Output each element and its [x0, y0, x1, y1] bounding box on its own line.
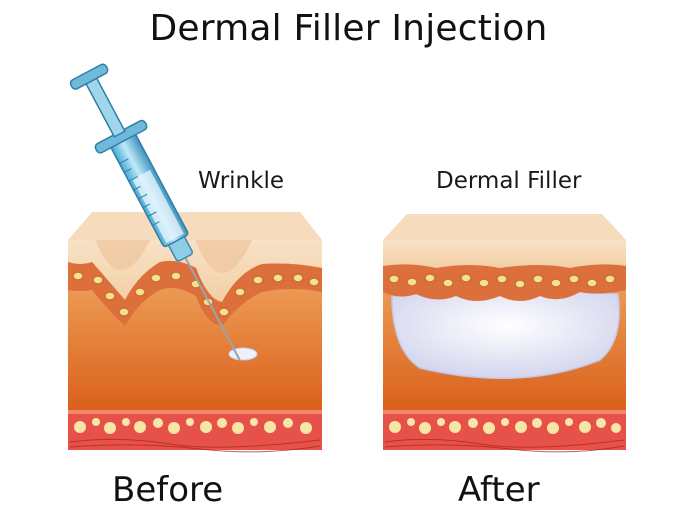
fat-cells-after — [389, 418, 621, 434]
wrinkle-shade-1 — [95, 240, 150, 270]
skin-after-block — [383, 214, 626, 453]
syringe-needle-icon — [183, 255, 241, 361]
dermal-filler-label: Dermal Filler — [436, 168, 582, 194]
wrinkle-shade-2 — [195, 240, 252, 273]
epidermis-after — [383, 240, 626, 268]
page-title: Dermal Filler Injection — [149, 8, 548, 49]
epidermis-top-after — [383, 214, 626, 240]
skin-before-block — [68, 212, 322, 453]
membrane-cells-after — [388, 273, 616, 289]
epidermis-top-before — [68, 212, 322, 240]
wrinkle-label: Wrinkle — [198, 168, 284, 194]
membrane-cells-before — [72, 271, 320, 317]
filler-droplet — [228, 347, 258, 361]
syringe — [69, 63, 241, 361]
before-caption: Before — [112, 470, 224, 510]
after-caption: After — [458, 470, 540, 510]
filler-mass — [391, 289, 620, 380]
fat-cells-before — [74, 418, 312, 434]
